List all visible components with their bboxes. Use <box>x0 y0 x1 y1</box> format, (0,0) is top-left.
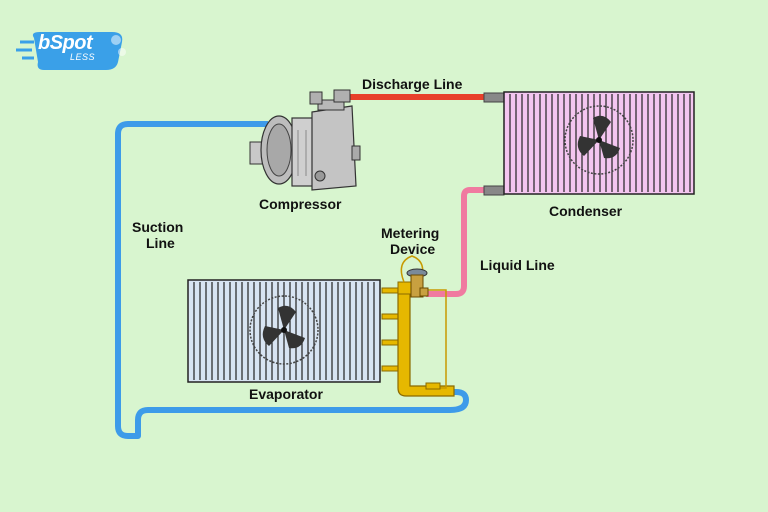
suction-line-label-2: Line <box>146 235 175 251</box>
logo: bSpot LESS <box>30 30 130 70</box>
metering-device-label-2: Device <box>390 241 436 257</box>
metering-device <box>381 255 455 397</box>
condenser-label: Condenser <box>549 203 623 219</box>
evaporator-label: Evaporator <box>249 386 323 402</box>
logo-main-text: bSpot <box>38 32 93 54</box>
discharge-line-label: Discharge Line <box>362 76 463 92</box>
compressor-label: Compressor <box>259 196 342 212</box>
logo-sub-text: LESS <box>70 52 96 62</box>
logo-icon <box>16 32 126 70</box>
metering-device-label-1: Metering <box>381 225 440 241</box>
liquid-fitting <box>483 185 505 196</box>
suction-line-pipe <box>115 121 469 439</box>
condenser <box>503 91 695 195</box>
discharge-fitting <box>483 92 505 103</box>
condenser-fan-icon <box>564 105 634 175</box>
liquid-line-label: Liquid Line <box>480 257 555 273</box>
metering-valve-icon <box>406 268 429 298</box>
liquid-line-pipe <box>426 187 486 297</box>
suction-line-label-1: Suction <box>132 219 184 235</box>
evaporator-fan-icon <box>249 295 319 365</box>
evaporator <box>187 279 381 383</box>
compressor-icon <box>249 89 361 191</box>
